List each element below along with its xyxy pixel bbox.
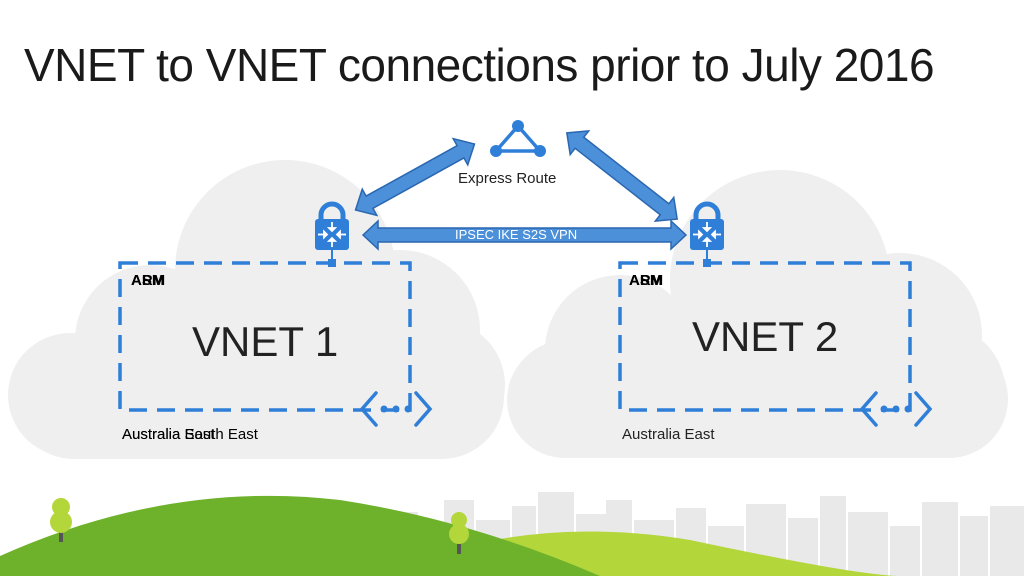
vpn-gateway-icon [690,201,724,250]
express-route-arrow-right[interactable] [558,121,687,231]
vnet-endpoint-icon [859,391,933,427]
vnet1-type-label-asm: ASM [131,272,165,289]
tree-icon [50,498,72,542]
vpn-label: IPSEC IKE S2S VPN [455,227,578,242]
hill-dark [0,495,600,576]
vnet1-box[interactable] [118,261,412,412]
cloud-vnet2 [507,170,1008,458]
slide-title: VNET to VNET connections prior to July 2… [24,39,935,91]
vnet2-type-label-arm: ARM [629,272,664,289]
vpn-gateway-icon [315,201,349,250]
vnet-endpoint-icon [359,391,433,427]
vpn-connection-arrow[interactable] [361,219,688,251]
vnet2-type-label-asm: ASM [629,272,663,289]
vnet2-box[interactable] [618,261,912,412]
cloud-vnet1 [8,160,505,459]
express-route-label: Express Route [458,170,557,187]
vnet1-region-label-south-east: Australia South East [122,426,258,443]
vnet1-region-label-east: Australia East [122,426,215,443]
tree-icon [449,512,469,554]
express-route-arrow-left[interactable] [348,131,481,223]
vnet1-type-label-arm: ARM [131,272,166,289]
vnet1-name: VNET 1 [192,318,339,365]
vnet2-region-label: Australia East [622,426,715,443]
vnet2-name: VNET 2 [692,313,839,360]
express-route-icon [490,120,546,157]
